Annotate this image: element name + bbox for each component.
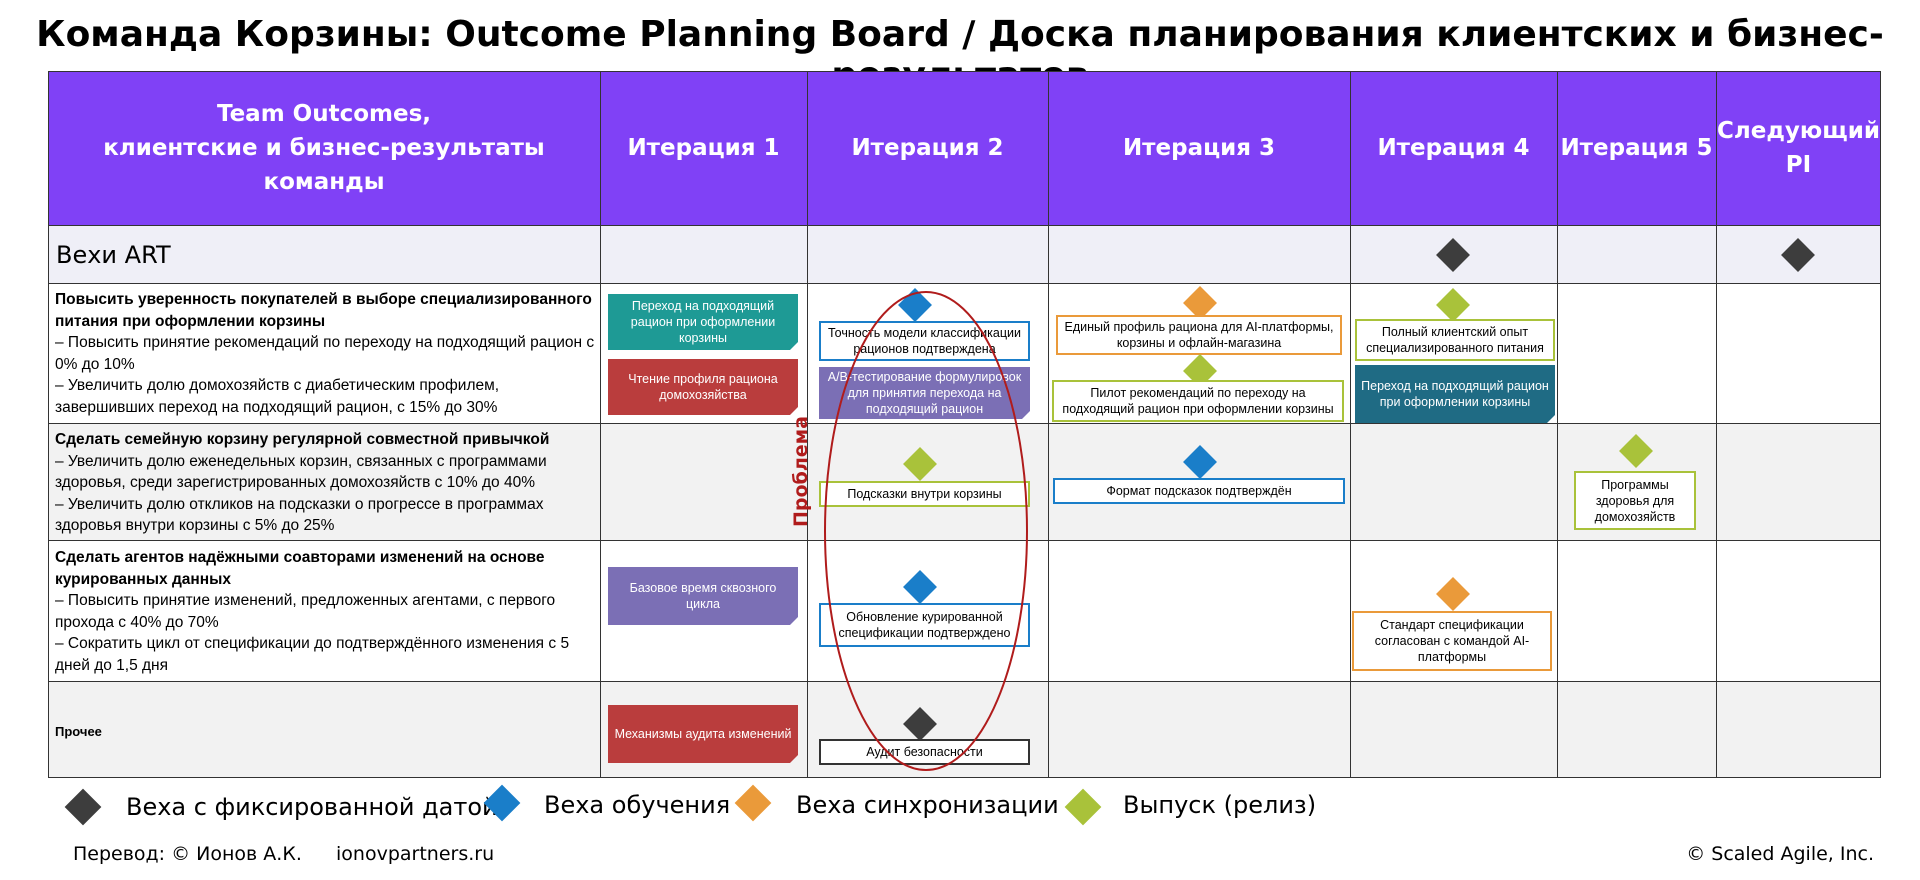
feature-card[interactable]: Переход на подходящий рацион при оформле… (1355, 365, 1555, 423)
feature-card[interactable]: Подсказки внутри корзины (819, 481, 1030, 507)
outcome-heading: Повысить уверенность покупателей в выбор… (55, 291, 592, 330)
outcome-metric: – Повысить принятие рекомендаций по пере… (55, 334, 595, 373)
outcome-metric: – Увеличить долю откликов на подсказки о… (55, 495, 544, 535)
column-header-iteration-2: Итерация 2 (807, 71, 1048, 225)
problem-label: Проблема (790, 416, 812, 527)
column-header-iteration-1: Итерация 1 (600, 71, 807, 225)
fixed-date-milestone-icon (64, 788, 102, 826)
outcome-heading: Прочее (55, 724, 102, 739)
feature-card[interactable]: Точность модели классификации рационов п… (819, 321, 1030, 361)
legend-sync-label: Веха синхронизации (796, 791, 1059, 819)
outcome-4: Прочее (55, 721, 595, 743)
feature-card[interactable]: Базовое время сквозного цикла (608, 567, 798, 625)
grid-line (807, 71, 808, 778)
feature-card[interactable]: Пилот рекомендаций по переходу на подход… (1052, 380, 1344, 422)
grid-line (600, 71, 601, 778)
grid-line (48, 225, 1881, 226)
outcome-2: Сделать семейную корзину регулярной совм… (55, 429, 595, 537)
outcome-metric: – Повысить принятие изменений, предложен… (55, 592, 556, 631)
grid-line (1350, 71, 1351, 778)
planning-board: Team Outcomes, клиентские и бизнес-резул… (48, 71, 1881, 778)
translation-credit: Перевод: © Ионов А.К. (73, 843, 302, 865)
column-header-iteration-3: Итерация 3 (1048, 71, 1350, 225)
outcome-heading: Сделать агентов надёжными соавторами изм… (55, 549, 545, 588)
feature-card[interactable]: Полный клиентский опыт специализированно… (1355, 319, 1555, 361)
outcome-1: Повысить уверенность покупателей в выбор… (55, 289, 595, 418)
grid-line (1048, 71, 1049, 778)
column-header-iteration-4: Итерация 4 (1350, 71, 1557, 225)
feature-card[interactable]: Обновление курированной спецификации под… (819, 603, 1030, 647)
grid-line (48, 423, 1881, 424)
grid-line (48, 283, 1881, 284)
outcome-metric: – Сократить цикл от спецификации до подт… (55, 635, 570, 674)
copyright: © Scaled Agile, Inc. (1686, 843, 1874, 865)
release-milestone-icon (1064, 788, 1102, 826)
outcome-3: Сделать агентов надёжными соавторами изм… (55, 547, 595, 676)
art-milestones-label: Вехи ART (56, 241, 171, 269)
legend-release-label: Выпуск (релиз) (1123, 791, 1317, 819)
grid-line (1716, 71, 1717, 778)
outcome-metric: – Увеличить долю домохозяйств с диабетич… (55, 377, 500, 416)
website-link[interactable]: ionovpartners.ru (336, 843, 495, 865)
legend-learning-label: Веха обучения (544, 791, 731, 819)
grid-line (1557, 71, 1558, 778)
feature-card[interactable]: Аудит безопасности (819, 739, 1030, 765)
column-header-outcomes: Team Outcomes, клиентские и бизнес-резул… (48, 71, 600, 225)
grid-line (48, 540, 1881, 541)
sync-milestone-icon (734, 784, 772, 822)
outcome-heading: Сделать семейную корзину регулярной совм… (55, 431, 550, 448)
feature-card[interactable]: Переход на подходящий рацион при оформле… (608, 294, 798, 350)
milestone-row-bg (48, 225, 1881, 283)
feature-card[interactable]: Программы здоровья для домохозяйств (1574, 471, 1696, 530)
legend-fixed-date-label: Веха с фиксированной датой (126, 793, 498, 821)
feature-card[interactable]: Формат подсказок подтверждён (1053, 478, 1345, 504)
column-header-iteration-5: Итерация 5 (1557, 71, 1716, 225)
grid-line (48, 681, 1881, 682)
feature-card[interactable]: Единый профиль рациона для AI-платформы,… (1056, 315, 1342, 355)
feature-card[interactable]: Чтение профиля рациона домохозяйства (608, 359, 798, 415)
feature-card[interactable]: Механизмы аудита изменений (608, 705, 798, 763)
feature-card[interactable]: A/B-тестирование формулировок для принят… (819, 367, 1030, 419)
feature-card[interactable]: Стандарт спецификации согласован с коман… (1352, 611, 1552, 671)
outcome-metric: – Увеличить долю еженедельных корзин, св… (55, 452, 547, 492)
column-header-next-pi: Следующий PI (1716, 71, 1881, 225)
